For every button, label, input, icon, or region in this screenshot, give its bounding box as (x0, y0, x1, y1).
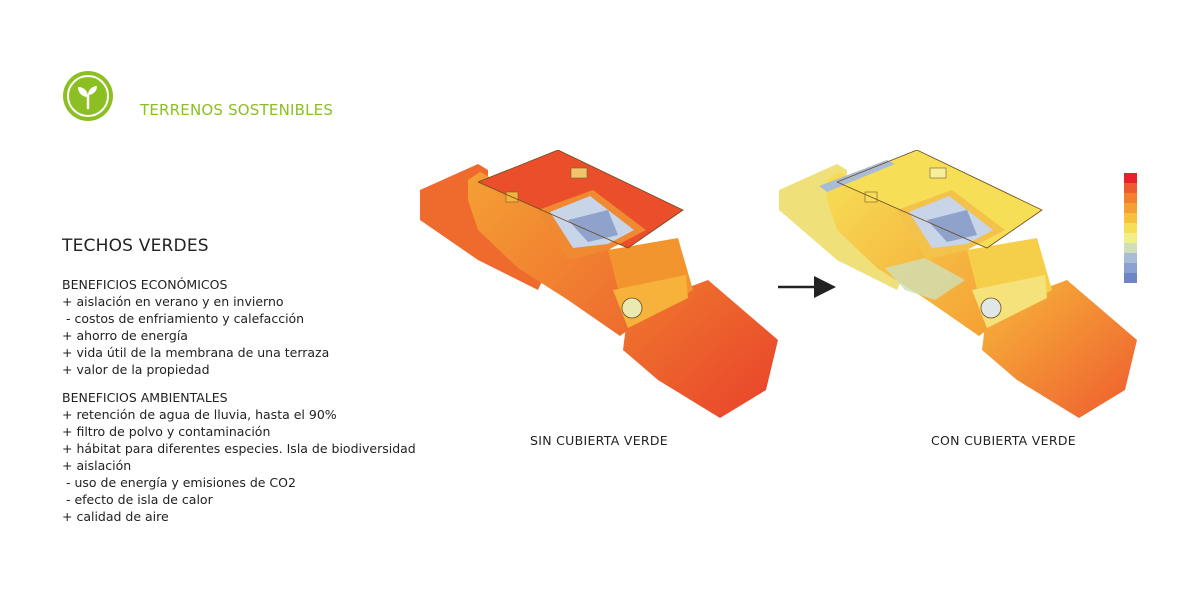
benefit-item: - uso de energía y emisiones de CO2 (62, 475, 296, 490)
heat-scale-swatch (1124, 253, 1137, 263)
heat-scale-swatch (1124, 233, 1137, 243)
heat-scale-swatch (1124, 173, 1137, 183)
benefit-item: + aislación (62, 458, 132, 473)
caption-without-green-roof: SIN CUBIERTA VERDE (530, 433, 669, 448)
benefit-item: + retención de agua de lluvia, hasta el … (62, 407, 337, 422)
benefit-item: - efecto de isla de calor (62, 492, 213, 507)
economic-benefits-title: BENEFICIOS ECONÓMICOS (62, 277, 228, 292)
benefit-item: + vida útil de la membrana de una terraz… (62, 345, 330, 360)
heat-scale-swatch (1124, 273, 1137, 283)
right-arrow-icon (778, 272, 838, 302)
environmental-benefits-title: BENEFICIOS AMBIENTALES (62, 390, 228, 405)
benefit-item: + hábitat para diferentes especies. Isla… (62, 441, 416, 456)
heatmap-model-with-green-roof (775, 150, 1145, 420)
benefit-item: + filtro de polvo y contaminación (62, 424, 271, 439)
heat-scale-swatch (1124, 183, 1137, 193)
sustainable-land-logo (62, 70, 114, 122)
heat-scale-swatch (1124, 203, 1137, 213)
heatmap-model-without-green-roof (418, 150, 778, 420)
heat-scale-swatch (1124, 213, 1137, 223)
benefit-item: + aislación en verano y en invierno (62, 294, 284, 309)
benefit-item: + calidad de aire (62, 509, 169, 524)
green-roofs-heading: TECHOS VERDES (62, 236, 209, 256)
heat-scale-legend (1124, 173, 1137, 283)
economic-benefits-group: BENEFICIOS ECONÓMICOS + aislación en ver… (62, 276, 442, 378)
benefits-column: TECHOS VERDES BENEFICIOS ECONÓMICOS + ai… (62, 236, 442, 525)
heat-scale-swatch (1124, 263, 1137, 273)
sprout-icon (63, 71, 113, 121)
caption-with-green-roof: CON CUBIERTA VERDE (931, 433, 1076, 448)
section-title: TERRENOS SOSTENIBLES (140, 101, 334, 119)
heat-scale-swatch (1124, 223, 1137, 233)
environmental-benefits-group: BENEFICIOS AMBIENTALES + retención de ag… (62, 389, 442, 525)
benefit-item: + valor de la propiedad (62, 362, 210, 377)
heat-scale-swatch (1124, 193, 1137, 203)
heat-scale-swatch (1124, 243, 1137, 253)
benefit-item: + ahorro de energía (62, 328, 188, 343)
benefit-item: - costos de enfriamiento y calefacción (62, 311, 305, 326)
